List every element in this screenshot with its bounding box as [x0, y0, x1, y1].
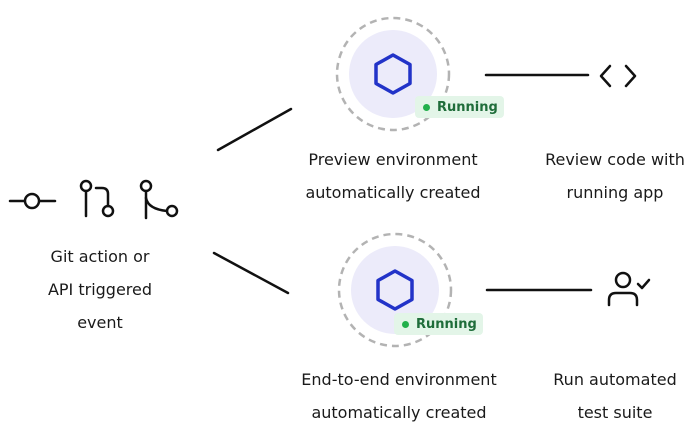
tests-label-line-2: test suite [577, 403, 653, 422]
trigger-label-line-3: event [77, 313, 123, 332]
e2e-environment-node [335, 230, 455, 350]
preview-label-line-2: automatically created [305, 183, 481, 202]
status-dot-icon [423, 103, 430, 111]
e2e-label-line-1: End-to-end environment [301, 370, 497, 389]
git-commit-icon [8, 183, 58, 219]
e2e-status-badge: Running [394, 313, 483, 335]
preview-status-badge: Running [415, 96, 504, 118]
hexagon-icon [375, 268, 415, 312]
code-brackets-icon [598, 62, 638, 90]
review-label-line-1: Review code with [545, 150, 685, 169]
user-check-icon [606, 270, 652, 308]
git-branch-icon [134, 176, 184, 224]
status-dot-icon [402, 320, 409, 328]
e2e-environment-ring [337, 232, 453, 348]
preview-environment-node [333, 14, 453, 134]
preview-status-text: Running [437, 99, 498, 115]
tests-label: Run automated test suite [530, 363, 700, 429]
e2e-status-text: Running [416, 316, 477, 332]
tests-label-line-1: Run automated [553, 370, 677, 389]
preview-label-line-1: Preview environment [308, 150, 478, 169]
trigger-label: Git action or API triggered event [15, 240, 185, 339]
e2e-environment-label: End-to-end environment automatically cre… [268, 363, 530, 429]
review-code-label: Review code with running app [520, 143, 700, 209]
review-label-line-2: running app [566, 183, 664, 202]
preview-environment-ring [335, 16, 451, 132]
connector-trigger-to-e2e [212, 251, 290, 295]
connector-trigger-to-preview [216, 107, 293, 152]
e2e-label-line-2: automatically created [311, 403, 487, 422]
preview-environment-label: Preview environment automatically create… [268, 143, 518, 209]
git-pull-request-icon [74, 176, 122, 224]
trigger-label-line-1: Git action or [50, 247, 150, 266]
trigger-label-line-2: API triggered [47, 280, 153, 299]
hexagon-icon [373, 52, 413, 96]
